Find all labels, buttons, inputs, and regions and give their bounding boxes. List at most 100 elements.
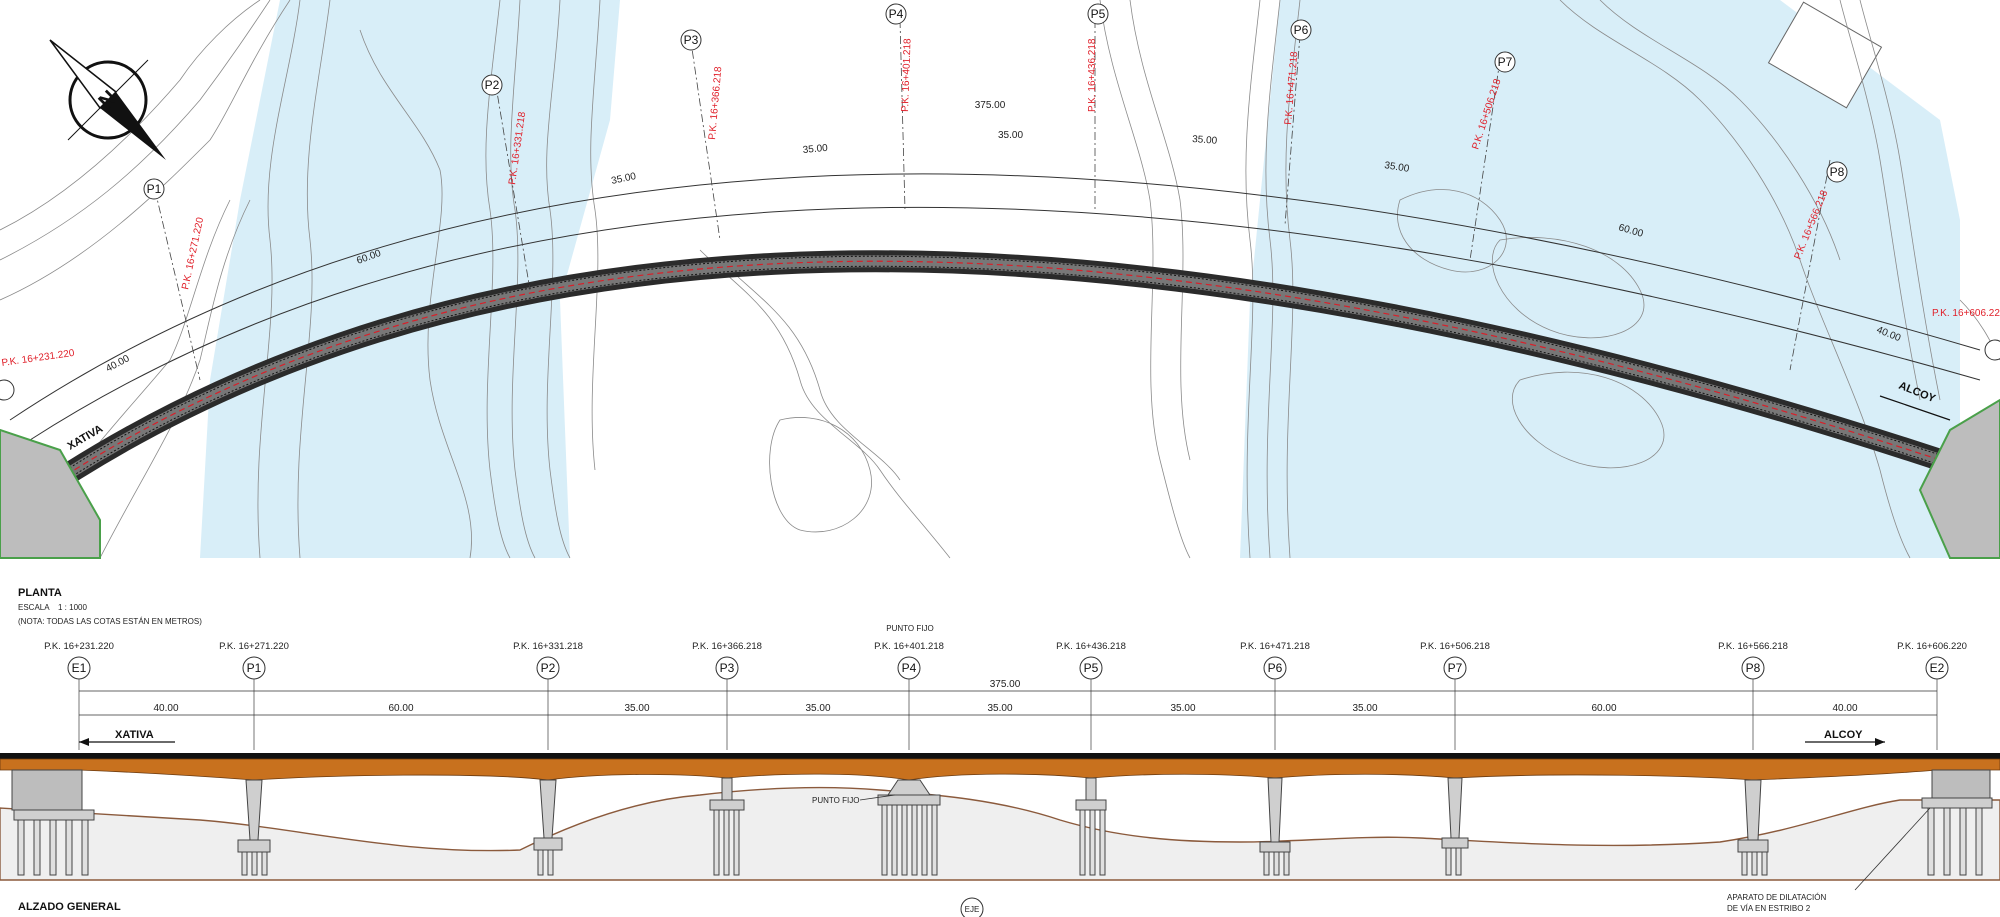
elevation-support-labels: P.K. 16+231.220 E1 P.K. 16+271.220 P1 P.… — [44, 641, 1967, 680]
svg-text:DE VÍA EN ESTRIBO 2: DE VÍA EN ESTRIBO 2 — [1727, 904, 1811, 913]
plan-scale-label: ESCALA — [18, 603, 50, 612]
svg-text:P6: P6 — [1268, 661, 1283, 675]
abutment-e2-elev — [1921, 769, 1993, 876]
fixed-point-label: PUNTO FIJO — [886, 624, 933, 633]
svg-text:P.K. 16+401.218: P.K. 16+401.218 — [874, 641, 944, 652]
svg-text:35.00: 35.00 — [1384, 160, 1411, 175]
svg-text:P.K. 16+231.220: P.K. 16+231.220 — [44, 641, 114, 652]
abutment-e2-label-plan: P.K. 16+606.22 — [1932, 308, 2000, 361]
pier-p4-plan: P4 P.K. 16+401.218 — [885, 3, 914, 112]
axis-label-bubble: EJE — [960, 897, 984, 917]
svg-text:ALCOY: ALCOY — [1824, 729, 1863, 741]
plan-title: PLANTA — [18, 587, 62, 599]
pier-p3-elev — [709, 777, 745, 876]
pier-p5-elev — [1075, 777, 1107, 876]
svg-text:P2: P2 — [485, 78, 500, 92]
svg-text:35.00: 35.00 — [802, 143, 828, 156]
svg-text:P3: P3 — [684, 33, 699, 47]
outer-dimension-arc — [9, 173, 1981, 421]
pier-p6-elev — [1259, 777, 1291, 876]
abutment-e1-elev — [11, 769, 95, 876]
support-p7-elev: P.K. 16+506.218 P7 — [1420, 641, 1490, 680]
svg-text:40.00: 40.00 — [153, 703, 178, 714]
svg-text:P8: P8 — [1830, 165, 1845, 179]
elevation-view: PUNTO FIJO P.K. 16+231.220 E1 P.K. 16+27… — [0, 624, 2000, 917]
total-dimension-text: 375.00 — [990, 679, 1021, 690]
plan-view: P1 P.K. 16+271.220 P2 P.K. 16+331.218 P3… — [0, 0, 2000, 559]
svg-text:P2: P2 — [541, 661, 556, 675]
svg-text:40.00: 40.00 — [1832, 703, 1857, 714]
support-e1-elev: P.K. 16+231.220 E1 — [44, 641, 114, 680]
svg-text:35.00: 35.00 — [610, 171, 637, 187]
svg-text:P3: P3 — [720, 661, 735, 675]
svg-text:35.00: 35.00 — [624, 703, 649, 714]
svg-text:35.00: 35.00 — [987, 703, 1012, 714]
plan-note: (NOTA: TODAS LAS COTAS ESTÁN EN METROS) — [18, 617, 202, 626]
pier-p4-elev — [877, 779, 941, 876]
svg-text:P.K. 16+436.218: P.K. 16+436.218 — [1056, 641, 1126, 652]
svg-text:60.00: 60.00 — [1591, 703, 1616, 714]
svg-text:P.K. 16+606.22: P.K. 16+606.22 — [1932, 308, 2000, 319]
svg-text:P5: P5 — [1084, 661, 1099, 675]
svg-text:EJE: EJE — [965, 905, 980, 914]
direction-alcoy-elev: ALCOY — [1805, 729, 1885, 746]
rail-centerline — [0, 260, 2000, 521]
svg-text:PUNTO FIJO: PUNTO FIJO — [812, 796, 859, 805]
support-p6-elev: P.K. 16+471.218 P6 — [1240, 641, 1310, 680]
pier-axis-lines-plan — [154, 19, 1831, 381]
svg-text:P.K. 16+471.218: P.K. 16+471.218 — [1240, 641, 1310, 652]
expansion-joint-note: APARATO DE DILATACIÓN DE VÍA EN ESTRIBO … — [1727, 807, 1931, 913]
svg-text:P.K. 16+566.218: P.K. 16+566.218 — [1718, 641, 1788, 652]
svg-text:P.K. 16+401.218: P.K. 16+401.218 — [900, 38, 914, 112]
svg-text:P.K. 16+331.218: P.K. 16+331.218 — [513, 641, 583, 652]
svg-text:XATIVA: XATIVA — [115, 729, 154, 741]
svg-text:P.K. 16+506.218: P.K. 16+506.218 — [1420, 641, 1490, 652]
river-area-left — [200, 0, 620, 558]
svg-text:E1: E1 — [72, 661, 87, 675]
span-dimension-texts: 40.00 60.00 35.00 35.00 35.00 35.00 35.0… — [153, 703, 1857, 714]
plan-scale-value: 1 : 1000 — [58, 603, 87, 612]
svg-text:35.00: 35.00 — [998, 130, 1023, 141]
svg-text:P8: P8 — [1746, 661, 1761, 675]
abutment-e2-plan — [1918, 398, 2000, 559]
svg-text:60.00: 60.00 — [388, 703, 413, 714]
pier-p2-elev — [533, 779, 563, 876]
pier-p5-plan: P5 P.K. 16+436.218 — [1087, 3, 1109, 112]
support-e2-elev: P.K. 16+606.220 E2 — [1897, 641, 1967, 680]
svg-text:P1: P1 — [147, 182, 162, 196]
pier-labels-plan: P1 P.K. 16+271.220 P2 P.K. 16+331.218 P3… — [0, 3, 2000, 401]
plan-title-block: PLANTA ESCALA 1 : 1000 (NOTA: TODAS LAS … — [18, 587, 202, 626]
svg-text:P6: P6 — [1294, 23, 1309, 37]
support-p5-elev: P.K. 16+436.218 P5 — [1056, 641, 1126, 680]
abutment-e1-plan — [0, 428, 101, 559]
svg-text:375.00: 375.00 — [975, 100, 1006, 111]
topographic-contours — [0, 0, 2000, 559]
rail-track-line — [0, 753, 2000, 759]
inner-dimension-arc — [29, 206, 1981, 441]
svg-text:P7: P7 — [1448, 661, 1463, 675]
svg-text:E2: E2 — [1930, 661, 1945, 675]
support-p8-elev: P.K. 16+566.218 P8 — [1718, 641, 1788, 680]
elevation-title: ALZADO GENERAL — [18, 901, 121, 913]
svg-text:P.K. 16+271.220: P.K. 16+271.220 — [219, 641, 289, 652]
svg-text:35.00: 35.00 — [1192, 134, 1218, 147]
svg-text:P.K. 16+366.218: P.K. 16+366.218 — [692, 641, 762, 652]
support-p4-elev: P.K. 16+401.218 P4 — [874, 641, 944, 680]
support-p3-elev: P.K. 16+366.218 P3 — [692, 641, 762, 680]
pier-p7-elev — [1441, 777, 1469, 876]
svg-text:P.K. 16+436.218: P.K. 16+436.218 — [1087, 38, 1098, 112]
fixed-point-callout: PUNTO FIJO — [812, 794, 896, 805]
svg-text:35.00: 35.00 — [805, 703, 830, 714]
svg-text:35.00: 35.00 — [1170, 703, 1195, 714]
svg-text:APARATO DE DILATACIÓN: APARATO DE DILATACIÓN — [1727, 893, 1827, 902]
direction-xativa-elev: XATIVA — [79, 729, 175, 746]
svg-text:P1: P1 — [247, 661, 262, 675]
support-p1-elev: P.K. 16+271.220 P1 — [219, 641, 289, 680]
svg-text:P4: P4 — [889, 7, 904, 21]
pier-p1-elev — [237, 779, 271, 876]
north-arrow-icon: N — [49, 39, 166, 160]
svg-text:P.K. 16+606.220: P.K. 16+606.220 — [1897, 641, 1967, 652]
svg-text:35.00: 35.00 — [1352, 703, 1377, 714]
svg-text:P4: P4 — [902, 661, 917, 675]
